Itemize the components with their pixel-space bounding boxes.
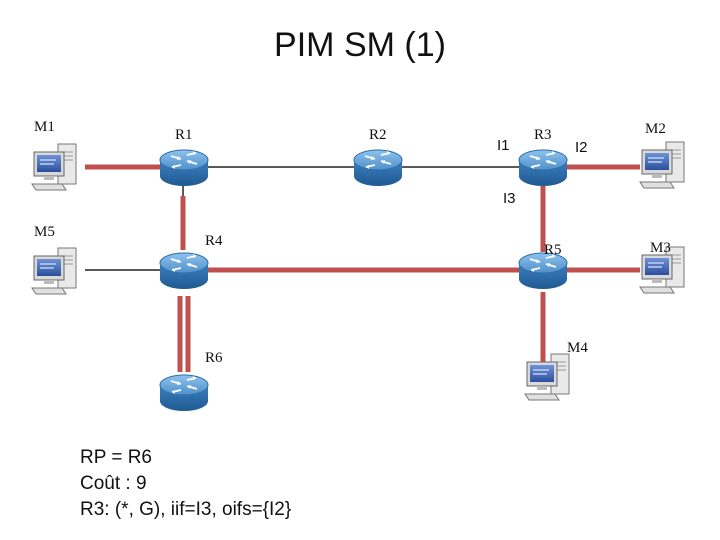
host-m4-label: M4 (567, 340, 588, 356)
rp-note: RP = R6 (80, 447, 152, 468)
router-r1-icon (159, 149, 209, 187)
router-r3-label: R3 (534, 127, 552, 143)
host-m4-icon (524, 353, 570, 401)
router-r5-label: R5 (544, 242, 562, 258)
router-r4-label: R4 (205, 233, 223, 249)
cost-note: Coût : 9 (80, 473, 147, 494)
host-m2-icon (639, 141, 685, 189)
tree-links (85, 164, 640, 372)
host-m1-label: M1 (34, 119, 55, 135)
router-r4-icon (159, 252, 209, 290)
host-m5-label: M5 (34, 224, 55, 240)
router-r5-icon (518, 252, 568, 290)
notes-block: RP = R6 Coût : 9 R3: (*, G), iif=I3, oif… (80, 445, 291, 523)
host-m1-icon (31, 143, 77, 191)
plain-links (85, 166, 520, 271)
router-r1-label: R1 (175, 127, 193, 143)
host-m2-label: M2 (645, 121, 666, 137)
state-note: R3: (*, G), iif=I3, oifs={I2} (80, 499, 292, 520)
router-r6-icon (159, 374, 209, 412)
router-r2-label: R2 (369, 127, 387, 143)
page-title: PIM SM (1) (274, 26, 446, 64)
router-r3-icon (518, 149, 568, 187)
interface-i2-label: I2 (575, 139, 588, 156)
router-r2-icon (353, 149, 403, 187)
interface-i1-label: I1 (497, 137, 510, 154)
router-r6-label: R6 (205, 350, 223, 366)
host-m5-icon (31, 247, 77, 295)
interface-i3-label: I3 (503, 190, 516, 207)
host-m3-label: M3 (650, 240, 671, 256)
